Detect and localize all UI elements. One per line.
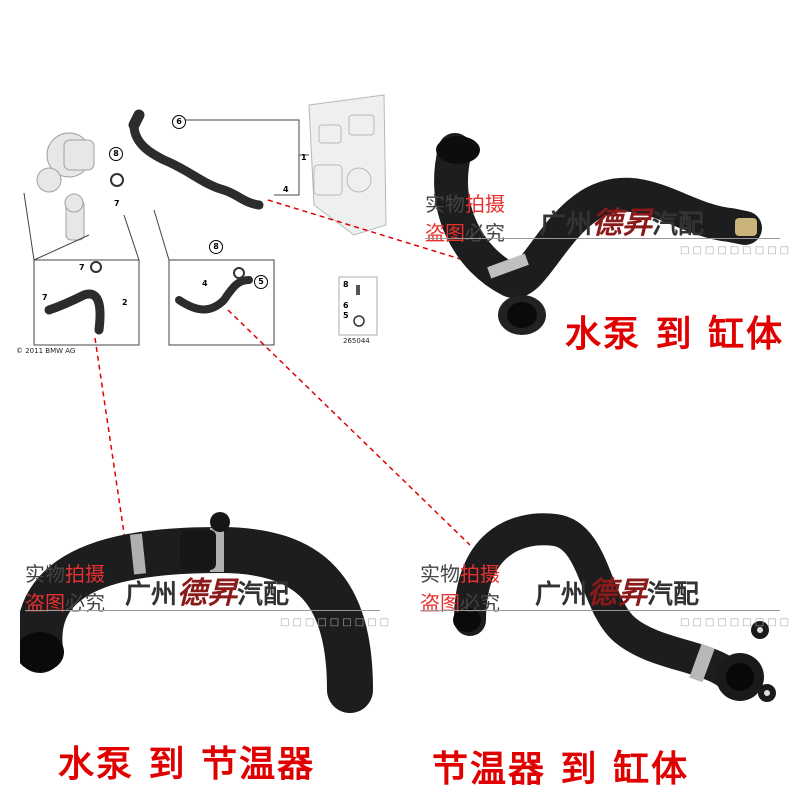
- callout-7-left: 7: [79, 263, 85, 272]
- watermark-brand: 德昇: [587, 576, 648, 611]
- callout-4-top: 4: [283, 185, 289, 194]
- callout-6: 6: [172, 115, 186, 129]
- callout-8-mid: 8: [209, 240, 223, 254]
- watermark-text: 实物: [25, 562, 65, 586]
- watermark-brand: 德昇: [177, 576, 238, 611]
- hose-photo-top-right: [434, 133, 762, 335]
- watermark-text-red: 盗图: [420, 591, 460, 615]
- engine-block: [308, 94, 387, 236]
- watermark-shop-bottom-right: 广州德昇汽配: [535, 568, 699, 612]
- watermark-text: 实物: [425, 192, 465, 216]
- reference-number: 265044: [343, 337, 370, 345]
- callout-7-left2: 7: [42, 293, 48, 302]
- watermark-bottom-left: 实物拍摄 盗图必究: [25, 558, 105, 616]
- guide-line-bottom-right: [227, 309, 471, 546]
- watermark-dots: □□□□□□□□□: [680, 617, 793, 628]
- watermark-rule: [420, 610, 780, 611]
- parts-diagram: 6 8 1 4 7 8 7 7 2 4 5 8 6 5 265044 © 201…: [14, 85, 394, 365]
- watermark-dots: □□□□□□□□□: [680, 245, 793, 256]
- watermark-shop: 广州: [540, 210, 593, 240]
- watermark-text-red: 盗图: [425, 221, 465, 245]
- legend-5: 5: [343, 311, 349, 320]
- watermark-suffix: 汽配: [237, 580, 290, 610]
- copyright-text: © 2011 BMW AG: [16, 347, 76, 355]
- watermark-text: 实物: [420, 562, 460, 586]
- callout-5: 5: [254, 275, 268, 289]
- watermark-rule: [25, 610, 380, 611]
- watermark-suffix: 汽配: [647, 580, 700, 610]
- hose-1: [129, 120, 264, 210]
- hose-2: [44, 289, 105, 335]
- callout-4-mid: 4: [202, 279, 208, 288]
- watermark-text: 必究: [460, 591, 500, 615]
- hose-photo-bottom-left: [20, 512, 373, 713]
- water-pump: [36, 132, 95, 193]
- callout-1: 1: [301, 153, 307, 162]
- hose-3: [175, 276, 253, 314]
- watermark-text-red: 盗图: [25, 591, 65, 615]
- thermostat: [64, 193, 85, 241]
- watermark-shop-top-right: 广州德昇汽配: [540, 198, 704, 242]
- watermark-text: 必究: [465, 221, 505, 245]
- watermark-text-red: 拍摄: [460, 562, 500, 586]
- guide-line-bottom-left: [94, 337, 126, 541]
- legend-8: 8: [343, 280, 349, 289]
- watermark-dots: □□□□□□□□□: [280, 617, 393, 628]
- watermark-top-right: 实物拍摄 盗图必究: [425, 188, 505, 246]
- callout-7-top: 7: [114, 199, 120, 208]
- caption-top-right: 水泵 到 缸体: [565, 314, 785, 355]
- watermark-shop-bottom-left: 广州德昇汽配: [125, 568, 289, 612]
- callout-2: 2: [122, 298, 128, 307]
- watermark-text: 必究: [65, 591, 105, 615]
- caption-bottom-right: 节温器 到 缸体: [432, 749, 690, 790]
- hose-photo-bottom-right: [453, 513, 776, 702]
- watermark-text-red: 拍摄: [65, 562, 105, 586]
- parts-diagram-drawing: [23, 94, 387, 346]
- caption-bottom-left: 水泵 到 节温器: [58, 744, 316, 785]
- watermark-shop: 广州: [535, 580, 588, 610]
- watermark-brand: 德昇: [592, 206, 653, 241]
- watermark-text-red: 拍摄: [465, 192, 505, 216]
- watermark-suffix: 汽配: [652, 210, 705, 240]
- watermark-shop: 广州: [125, 580, 178, 610]
- legend-6: 6: [343, 301, 349, 310]
- watermark-rule: [425, 238, 780, 239]
- callout-8-top: 8: [109, 147, 123, 161]
- watermark-bottom-right: 实物拍摄 盗图必究: [420, 558, 500, 616]
